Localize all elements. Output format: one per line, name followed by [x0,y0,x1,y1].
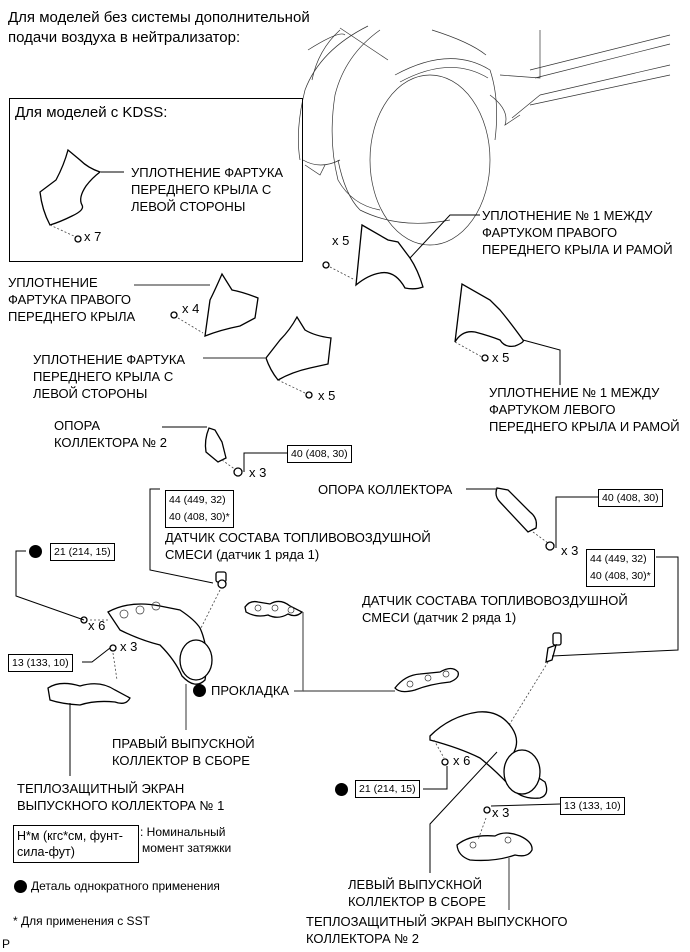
insulator1-torque-box: 13 (133, 10) [8,654,73,672]
footer-code: P [2,937,11,951]
seal-no1-right-leader [409,214,480,259]
legend-non-reusable-marker [14,880,27,893]
manifold-stay-no2-drawing [204,427,243,477]
seal-no1-left-label-2: ФАРТУКОМ ЛЕВОГО [489,402,616,417]
af-sensor2-leader [551,556,679,657]
af-sensor-bank2-drawing [505,632,562,731]
stay-no2-torque-box: 40 (408, 30) [287,445,352,463]
seal-left-fender-label-1: УПЛОТНЕНИЕ ФАРТУКА [33,352,186,367]
stay-torque-leader [555,496,598,548]
kdss-panel-title: Для моделей с KDSS: [15,104,168,121]
af-sensor2-label-2: СМЕСИ (датчик 2 ряда 1) [362,610,517,625]
insulator2-torque-leader [490,803,561,807]
insulator2-qty: x 3 [492,805,510,820]
af-sensor1-leader [149,488,214,584]
kdss-seal-label-1: УПЛОТНЕНИЕ ФАРТУКА [131,165,284,180]
right-manifold-nut-qty: x 6 [88,618,106,633]
seal-right-fender-qty: x 4 [182,301,200,316]
left-manifold-nut-qty: x 6 [453,753,471,768]
manifold-stay-drawing [495,487,555,551]
seal-no1-right-qty: x 5 [332,233,350,248]
right-gasket-drawing [244,600,304,618]
stay-label: ОПОРА КОЛЛЕКТОРА [318,482,453,497]
right-manifold-label-1: ПРАВЫЙ ВЫПУСКНОЙ [112,736,255,751]
seal-left-fender-qty: x 5 [318,388,336,403]
legend-torque-desc-1: : Номинальный [140,825,226,839]
left-manifold-label-1: ЛЕВЫЙ ВЫПУСКНОЙ [348,877,482,892]
header-note-line2: подачи воздуха в нейтрализатор: [8,29,241,46]
heat-insulator-no1-drawing [47,644,131,706]
gasket-leader-right [294,612,304,692]
seal-left-fender-drawing [265,315,332,399]
kdss-left-fender-seal-drawing [39,148,102,243]
left-manifold-leader [429,751,498,873]
legend-torque-unit-1: Н*м (кгс*см, фунт- [17,829,123,843]
insulator1-label-2: ВЫПУСКНОГО КОЛЛЕКТОРА № 1 [17,798,225,813]
af-sensor2-torque-1: 44 (449, 32) [590,553,647,565]
af-sensor1-torque-1: 44 (449, 32) [169,494,226,506]
insulator1-qty: x 3 [120,639,138,654]
stay-no2-torque-leader [243,452,287,472]
insulator2-torque-box: 13 (133, 10) [560,797,625,815]
left-manifold-nut-leader [423,766,448,790]
af-sensor2-torque-2: 40 (408, 30)* [590,570,651,582]
seal-left-fender-label-2: ПЕРЕДНЕГО КРЫЛА С [33,369,174,384]
kdss-panel [9,98,303,262]
insulator1-torque-leader [82,647,111,663]
seal-no1-left-drawing [454,282,524,362]
insulator2-label-1: ТЕПЛОЗАЩИТНЫЙ ЭКРАН ВЫПУСКНОГО [306,914,568,929]
seal-right-fender-label-1: УПЛОТНЕНИЕ [8,275,98,290]
legend-sst-note: * Для применения с SST [13,914,150,928]
af-sensor2-label-1: ДАТЧИК СОСТАВА ТОПЛИВОВОЗДУШНОЙ [362,593,628,608]
stay-no2-label-1: ОПОРА [54,418,101,433]
seal-left-fender-label-3: ЛЕВОЙ СТОРОНЫ [33,386,148,401]
af-sensor1-torque-box: 44 (449, 32) 40 (408, 30)* [165,490,234,528]
stay-qty: x 3 [561,543,579,558]
legend-torque-desc-2: момент затяжки [142,841,232,855]
stay-no2-qty: x 3 [249,465,267,480]
seal-right-fender-label-2: ФАРТУКА ПРАВОГО [8,292,131,307]
left-exhaust-manifold-drawing [429,711,548,799]
stay-torque-box: 40 (408, 30) [598,489,663,507]
kdss-seal-label-3: ЛЕВОЙ СТОРОНЫ [131,199,246,214]
legend-non-reusable-text: Деталь однократного применения [31,879,220,893]
non-reusable-marker [29,545,42,558]
non-reusable-marker [335,783,348,796]
af-sensor-bank1-drawing [194,571,227,641]
legend-torque-unit-2: сила-фут) [17,845,75,859]
heat-insulator-no2-drawing [456,806,533,862]
kdss-seal-label-2: ПЕРЕДНЕГО КРЫЛА С [131,182,272,197]
seal-no1-left-leader [522,339,561,385]
seal-no1-left-label-3: ПЕРЕДНЕГО КРЫЛА И РАМОЙ [489,419,680,434]
af-sensor1-label-1: ДАТЧИК СОСТАВА ТОПЛИВОВОЗДУШНОЙ [165,530,431,545]
right-manifold-nut-torque-box: 21 (214, 15) [50,543,115,561]
seal-no1-left-label-1: УПЛОТНЕНИЕ № 1 МЕЖДУ [489,385,660,400]
right-manifold-nut-leader [15,550,85,621]
seal-no1-right-label-3: ПЕРЕДНЕГО КРЫЛА И РАМОЙ [482,242,673,257]
seal-no1-right-label-1: УПЛОТНЕНИЕ № 1 МЕЖДУ [482,208,653,223]
seal-right-fender-drawing [170,272,259,338]
insulator2-label-2: КОЛЛЕКТОРА № 2 [306,931,420,946]
insulator1-label-1: ТЕПЛОЗАЩИТНЫЙ ЭКРАН [17,781,185,796]
seal-no1-left-qty: x 5 [492,350,510,365]
seal-right-fender-label-3: ПЕРЕДНЕГО КРЫЛА [8,309,136,324]
kdss-seal-qty: x 7 [84,229,102,244]
af-sensor1-label-2: СМЕСИ (датчик 1 ряда 1) [165,547,320,562]
right-exhaust-manifold-drawing [80,601,213,685]
seal-no1-right-drawing [322,223,424,290]
af-sensor2-torque-box: 44 (449, 32) 40 (408, 30)* [586,549,655,587]
stay-no2-label-2: КОЛЛЕКТОРА № 2 [54,435,168,450]
header-note-line1: Для моделей без системы дополнительной [8,9,310,26]
left-manifold-nut-torque-box: 21 (214, 15) [355,780,420,798]
legend-torque-unit-box: Н*м (кгс*см, фунт- сила-фут) [13,825,139,863]
right-manifold-label-2: КОЛЛЕКТОР В СБОРЕ [112,753,250,768]
left-gasket-drawing [394,667,459,693]
seal-no1-right-label-2: ФАРТУКОМ ПРАВОГО [482,225,618,240]
af-sensor1-torque-2: 40 (408, 30)* [169,511,230,523]
vehicle-wheel-outline [297,25,671,246]
non-reusable-marker [193,684,206,697]
left-manifold-label-2: КОЛЛЕКТОР В СБОРЕ [348,894,486,909]
gasket-label: ПРОКЛАДКА [211,683,290,698]
